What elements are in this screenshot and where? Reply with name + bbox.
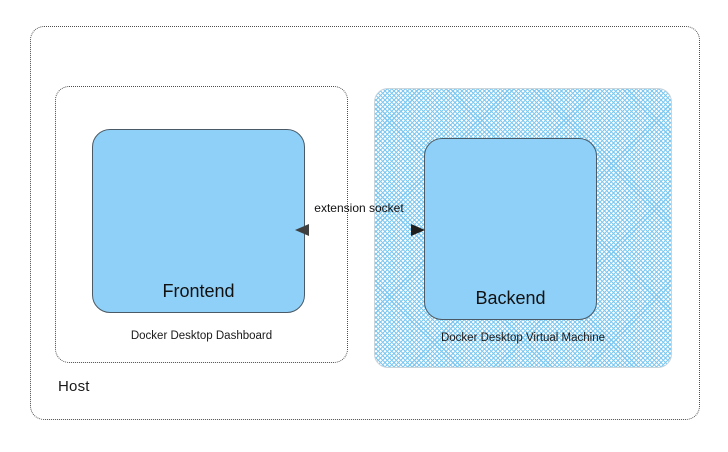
frontend-node[interactable]: Frontend (92, 129, 305, 313)
host-label: Host (58, 378, 90, 395)
backend-node-label: Backend (475, 288, 546, 308)
extension-socket-label: extension socket (314, 201, 404, 215)
docker-desktop-virtual-machine-caption: Docker Desktop Virtual Machine (440, 332, 606, 344)
double-headed-arrow-icon (295, 224, 425, 236)
host-boundary (30, 26, 700, 420)
extension-socket-connector (295, 224, 425, 236)
backend-node[interactable]: Backend (424, 138, 597, 320)
docker-desktop-dashboard-caption: Docker Desktop Dashboard (130, 330, 273, 342)
frontend-node-label: Frontend (162, 281, 235, 301)
